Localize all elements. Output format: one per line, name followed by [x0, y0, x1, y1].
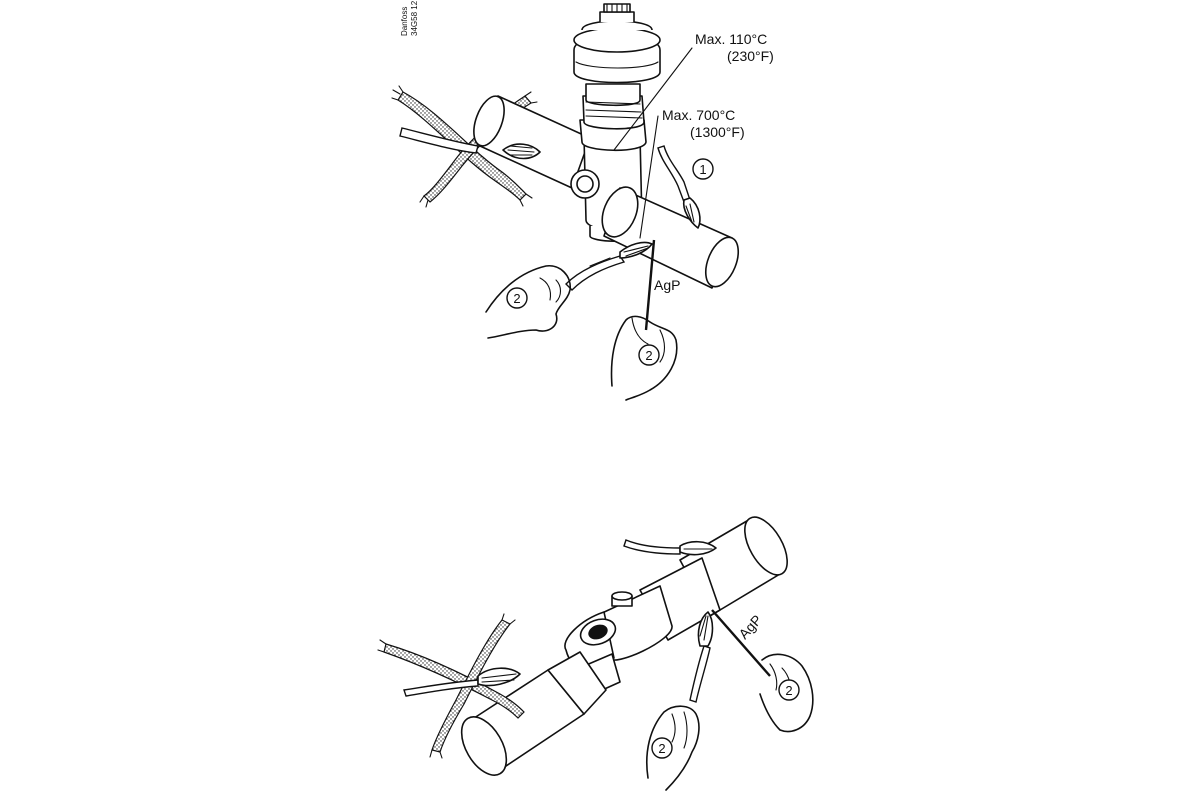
max-temp-joint-label: Max. 700°C: [662, 107, 735, 123]
top-brazing-torch: [565, 241, 653, 291]
bottom-step-number-rod: 2: [785, 683, 792, 698]
bottom-left-torch: [403, 667, 521, 697]
top-leader-lines: [613, 47, 693, 239]
step-number-cool: 1: [699, 162, 706, 177]
step-number-rod: 2: [645, 348, 652, 363]
top-cooling-torch: [657, 145, 701, 229]
bottom-solder-rod-label: AgP: [735, 612, 765, 642]
bottom-step-number-torch: 2: [658, 741, 665, 756]
top-step-rod-callout: 2: [638, 344, 660, 366]
top-left-pipe: [473, 95, 591, 189]
max-temp-valve-label-f: (230°F): [727, 48, 774, 64]
max-temp-joint-label-f: (1300°F): [690, 124, 745, 140]
step-number-torch: 2: [513, 291, 520, 306]
top-figure: Max. 110°C (230°F) Max. 700°C (1300°F) A…: [391, 3, 774, 401]
drawing-id: Danfoss 34G58 12: [400, 0, 419, 36]
top-hand-rod: [610, 315, 678, 401]
bottom-brazing-torch: [689, 611, 714, 703]
top-left-flame: [399, 127, 541, 160]
bottom-left-pipe: [460, 651, 607, 776]
top-hand-torch: [485, 265, 571, 339]
top-right-pipe: [601, 186, 740, 289]
drawing-number: 34G58 12: [410, 0, 419, 36]
bottom-solder-rod: [711, 609, 771, 677]
bottom-upper-torch: [623, 539, 717, 556]
bottom-step-torch-callout: 2: [651, 737, 673, 759]
solder-rod-label: AgP: [654, 277, 680, 293]
bottom-step-rod-callout: 2: [778, 679, 800, 701]
top-step-torch-callout: 2: [506, 287, 528, 309]
brand-name: Danfoss: [400, 7, 409, 36]
top-side-nut: [570, 169, 600, 199]
top-solder-rod: [644, 239, 656, 331]
bottom-figure: AgP 2 2: [377, 516, 814, 791]
bottom-hand-torch: [645, 705, 700, 791]
max-temp-valve-label: Max. 110°C: [695, 31, 767, 47]
top-step-cool-callout: 1: [692, 158, 714, 180]
